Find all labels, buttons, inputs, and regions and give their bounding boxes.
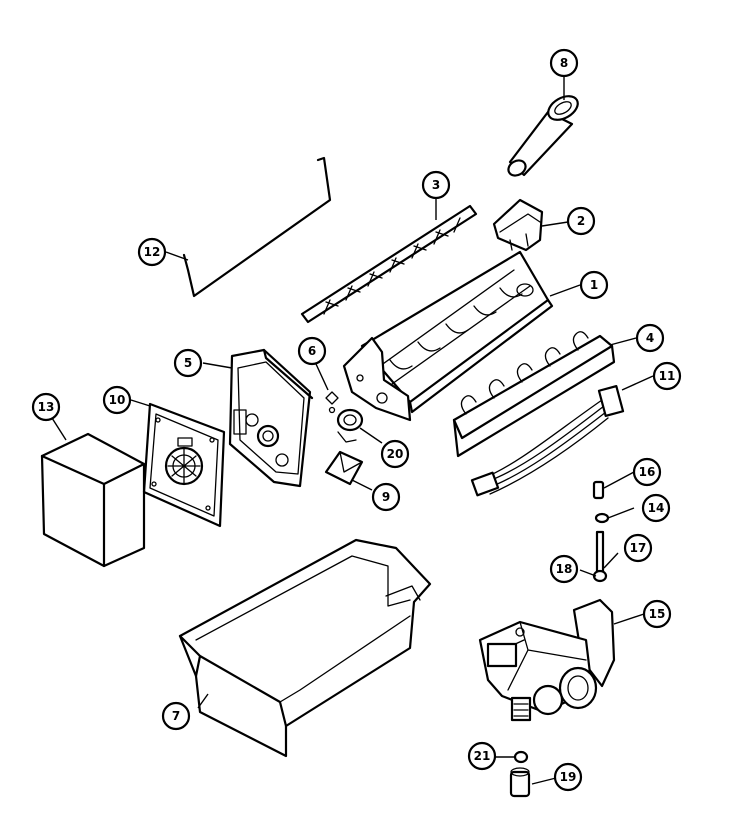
part-control-housing bbox=[228, 348, 314, 488]
svg-text:7: 7 bbox=[172, 709, 180, 723]
callout-3: 3 bbox=[421, 170, 451, 200]
svg-text:21: 21 bbox=[474, 749, 491, 763]
callout-12: 12 bbox=[137, 237, 167, 267]
callout-16: 16 bbox=[632, 457, 662, 487]
callout-20: 20 bbox=[380, 439, 410, 469]
callout-21: 21 bbox=[467, 741, 497, 771]
callouts: 1 2 3 4 5 6 7 8 9 10 11 12 13 14 15 16 1… bbox=[31, 48, 682, 792]
svg-text:14: 14 bbox=[648, 501, 665, 515]
callout-1: 1 bbox=[579, 270, 609, 300]
callout-14: 14 bbox=[641, 493, 671, 523]
callout-5: 5 bbox=[173, 348, 203, 378]
part-cover-box bbox=[40, 432, 146, 568]
part-stripper bbox=[492, 198, 544, 252]
callout-4: 4 bbox=[635, 323, 665, 353]
svg-text:11: 11 bbox=[659, 369, 676, 383]
callout-15: 15 bbox=[642, 599, 672, 629]
svg-text:9: 9 bbox=[382, 490, 390, 504]
callout-2: 2 bbox=[566, 206, 596, 236]
part-shield bbox=[452, 331, 616, 458]
part-wiring-harness bbox=[470, 385, 625, 497]
svg-text:15: 15 bbox=[649, 607, 666, 621]
part-mold bbox=[342, 250, 554, 422]
callout-6: 6 bbox=[297, 336, 327, 366]
svg-text:8: 8 bbox=[560, 56, 568, 70]
part-fittings bbox=[592, 480, 610, 583]
callout-11: 11 bbox=[652, 361, 682, 391]
callout-17: 17 bbox=[623, 533, 653, 563]
part-clip bbox=[325, 391, 339, 414]
part-inlet-fittings bbox=[509, 750, 531, 798]
svg-text:3: 3 bbox=[432, 178, 440, 192]
part-shutoff-arm bbox=[182, 156, 332, 298]
callout-18: 18 bbox=[549, 554, 579, 584]
svg-text:20: 20 bbox=[387, 447, 404, 461]
svg-text:1: 1 bbox=[590, 278, 598, 292]
part-mounting-plate bbox=[142, 402, 226, 528]
svg-text:5: 5 bbox=[184, 356, 192, 370]
part-bracket bbox=[324, 450, 364, 486]
callout-10: 10 bbox=[102, 385, 132, 415]
svg-text:12: 12 bbox=[144, 245, 161, 259]
svg-text:16: 16 bbox=[639, 465, 656, 479]
svg-text:18: 18 bbox=[556, 562, 573, 576]
callout-8: 8 bbox=[549, 48, 579, 78]
part-thermostat bbox=[336, 408, 364, 443]
part-ejector bbox=[300, 204, 478, 324]
svg-text:13: 13 bbox=[38, 400, 55, 414]
svg-text:10: 10 bbox=[109, 393, 126, 407]
svg-text:17: 17 bbox=[630, 541, 647, 555]
callout-13: 13 bbox=[31, 392, 61, 422]
part-ice-bucket bbox=[178, 538, 432, 758]
callout-9: 9 bbox=[371, 482, 401, 512]
svg-text:19: 19 bbox=[560, 770, 577, 784]
callout-7: 7 bbox=[161, 701, 191, 731]
leader-lines bbox=[51, 76, 654, 785]
callout-19: 19 bbox=[553, 762, 583, 792]
part-fill-tube bbox=[507, 95, 579, 177]
part-water-valve bbox=[478, 598, 616, 722]
svg-text:2: 2 bbox=[577, 214, 585, 228]
svg-text:4: 4 bbox=[646, 331, 654, 345]
svg-text:6: 6 bbox=[308, 344, 316, 358]
